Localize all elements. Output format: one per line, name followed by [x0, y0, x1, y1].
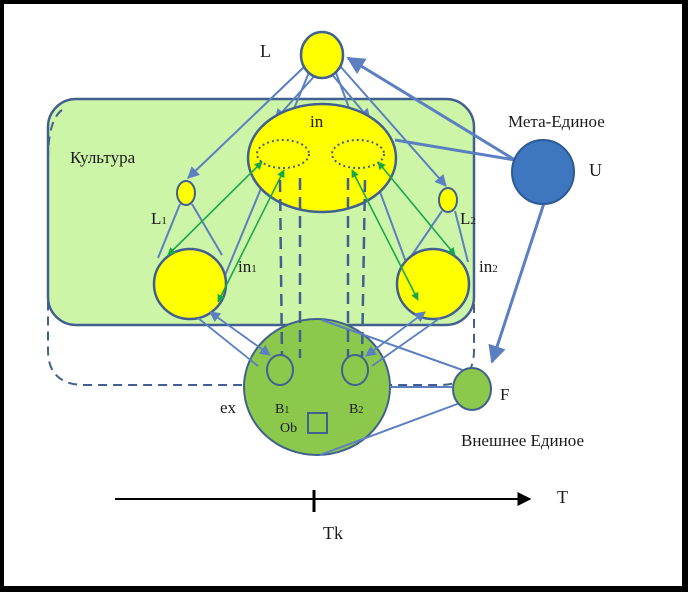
label-culture: Культура — [70, 148, 136, 167]
label-Ob: Ob — [280, 421, 297, 436]
label-T: T — [557, 487, 568, 507]
u-connections — [346, 56, 547, 364]
label-in1: in1 — [238, 257, 257, 276]
f-node — [452, 367, 492, 411]
in-left-dotted — [256, 139, 310, 169]
l-node — [299, 30, 345, 80]
l2-node — [438, 187, 458, 213]
dashed-verticals — [278, 178, 367, 359]
green-arrows — [167, 161, 456, 303]
in-right-dotted — [331, 139, 385, 169]
label-ex: ex — [220, 398, 237, 417]
ex-circle — [243, 318, 391, 456]
dashed-region — [47, 109, 475, 386]
b2-node — [341, 354, 369, 386]
label-L: L — [260, 41, 271, 61]
in2-node — [395, 247, 471, 321]
f-connections — [319, 319, 469, 456]
in1-node — [152, 247, 228, 321]
label-in2: in2 — [479, 257, 498, 276]
label-Tk: Tk — [323, 523, 343, 543]
label-vneshnee-edinoe: Внешнее Единое — [461, 431, 584, 450]
label-B2: B2 — [349, 402, 363, 417]
label-B1: B1 — [275, 402, 289, 417]
label-L2: L2 — [460, 209, 476, 228]
in-to-b — [197, 311, 441, 367]
l1-node — [176, 180, 196, 206]
u-node — [511, 139, 575, 205]
label-U: U — [589, 160, 602, 180]
label-L1: L1 — [151, 209, 167, 228]
b1-node — [266, 354, 294, 386]
label-meta-edinoe: Мета-Единое — [508, 112, 605, 131]
ob-square — [307, 412, 328, 434]
label-F: F — [500, 385, 509, 404]
label-in: in — [310, 112, 324, 131]
